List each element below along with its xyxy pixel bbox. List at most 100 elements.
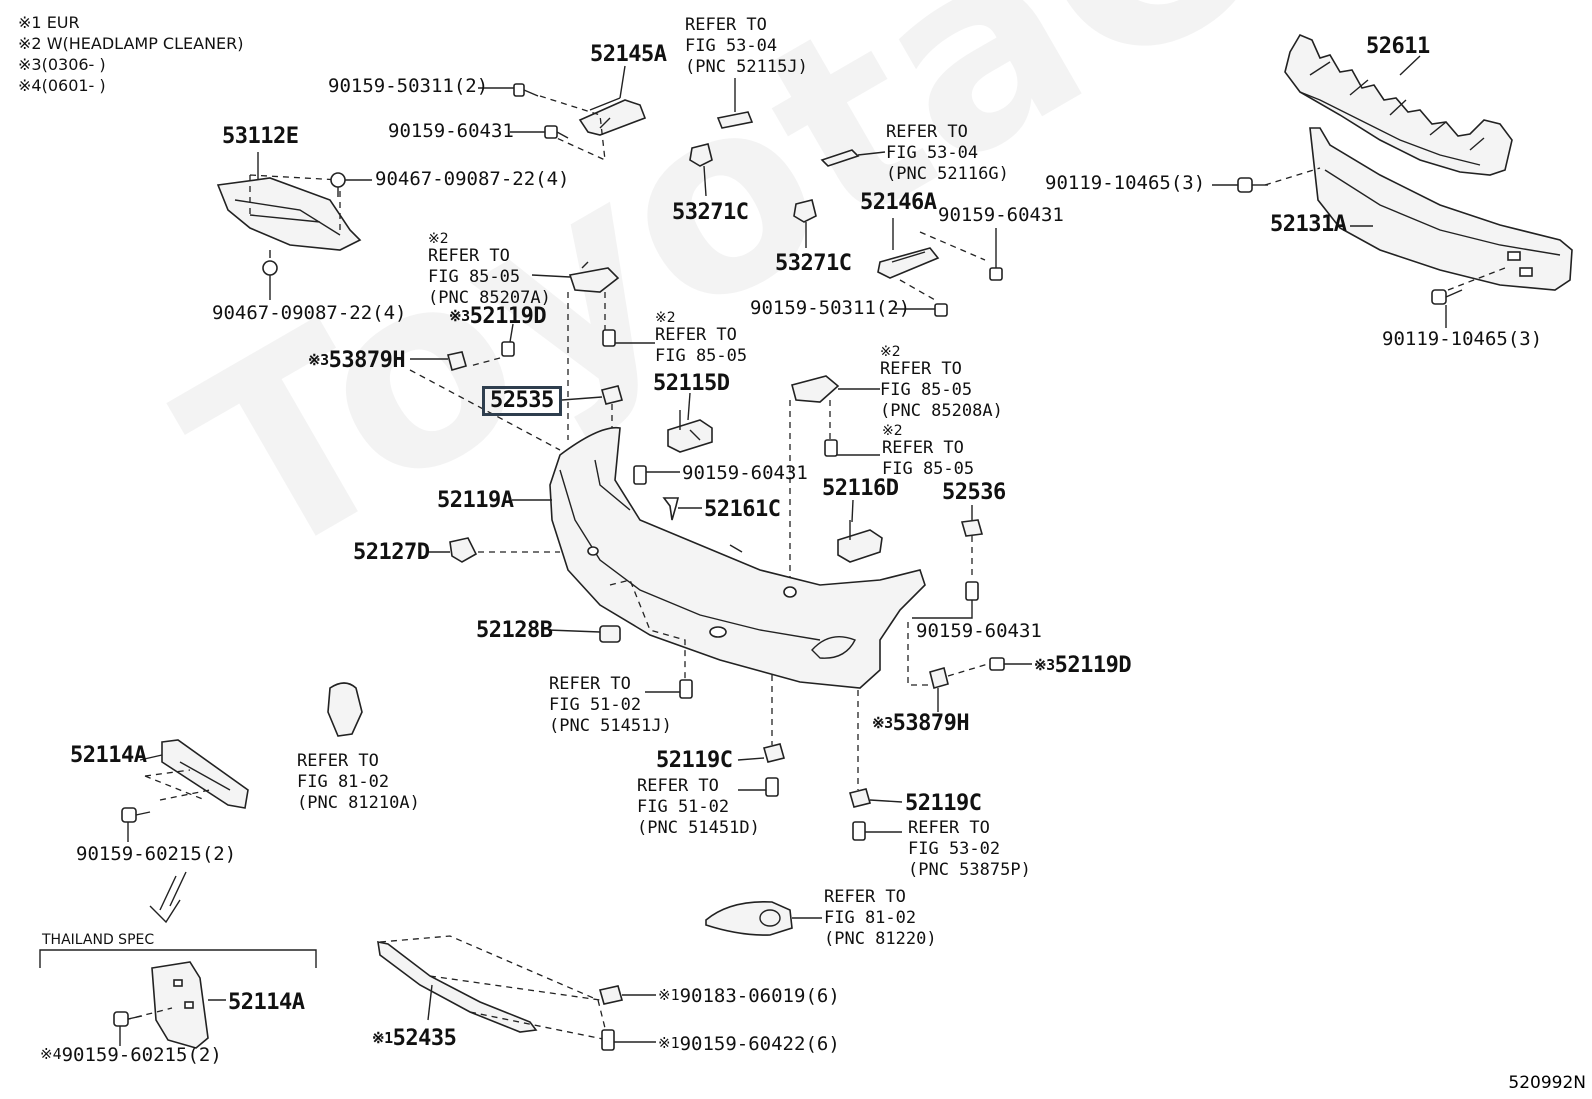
bumper-reinforcement-52131A xyxy=(1309,127,1573,291)
part-label-52535-highlighted[interactable]: 52535 xyxy=(482,386,562,416)
part-label-90159-60431-right-lower[interactable]: 90159-60431 xyxy=(916,620,1042,642)
part-label-90119-10465-upper[interactable]: 90119-10465(3) xyxy=(1045,172,1206,194)
grille-52435 xyxy=(377,940,538,1033)
clip-90183-06019 xyxy=(598,985,624,1005)
front-bumper-cover-52119A xyxy=(549,426,926,689)
arrow-to-thailand-spec xyxy=(149,871,187,924)
screw-90159-50311-lower xyxy=(934,303,948,317)
clip-52119C-right xyxy=(849,788,871,808)
bolt-90119-upper xyxy=(1237,177,1268,193)
part-label-52119D-upper[interactable]: ※352119D xyxy=(449,304,547,329)
screw-52119D-upper xyxy=(501,341,515,357)
part-label-52435[interactable]: ※152435 xyxy=(372,1026,457,1051)
bolt-ref-85-05-left xyxy=(602,329,616,347)
retainer-52115D xyxy=(667,410,713,453)
thailand-spec-label: THAILAND SPEC xyxy=(42,932,155,948)
part-label-52146A[interactable]: 52146A xyxy=(860,190,937,215)
part-label-52119A[interactable]: 52119A xyxy=(437,488,514,513)
part-label-90119-10465-lower[interactable]: 90119-10465(3) xyxy=(1382,328,1543,350)
note-3: ※3(0306- ) xyxy=(18,55,106,74)
part-label-90467-lower[interactable]: 90467-09087-22(4) xyxy=(212,302,407,324)
part-label-52114A-thailand[interactable]: 52114A xyxy=(228,990,305,1015)
screw-90159-60422 xyxy=(601,1029,615,1051)
bolt-ref-53875P xyxy=(852,821,866,841)
part-label-52128B[interactable]: 52128B xyxy=(476,618,553,643)
part-label-90159-50311-lower[interactable]: 90159-50311(2) xyxy=(750,297,911,319)
part-ref-81210A xyxy=(327,682,363,737)
part-label-90159-60215-upper[interactable]: 90159-60215(2) xyxy=(76,843,237,865)
bolt-90119-lower xyxy=(1431,289,1463,305)
part-label-52536[interactable]: 52536 xyxy=(942,480,1006,505)
license-bracket-52114A xyxy=(161,739,249,809)
screw-52119D-lower xyxy=(989,657,1005,671)
part-label-90183-06019[interactable]: ※190183-06019(6) xyxy=(658,985,840,1007)
note-1: ※1 EUR xyxy=(18,13,80,32)
part-label-90159-60431-center[interactable]: 90159-60431 xyxy=(682,462,808,484)
part-label-53879H-lower[interactable]: ※353879H xyxy=(872,711,970,736)
part-label-52119C-right[interactable]: 52119C xyxy=(905,791,982,816)
bracket-ref-85208A xyxy=(791,375,840,403)
clip-52536 xyxy=(960,519,984,537)
part-label-90159-60215-lower[interactable]: ※490159-60215(2) xyxy=(40,1044,222,1066)
part-label-52115D[interactable]: 52115D xyxy=(653,371,730,396)
part-label-90159-50311-upper[interactable]: 90159-50311(2) xyxy=(328,75,489,97)
cap-52127D xyxy=(449,537,478,563)
clip-52161C xyxy=(662,497,680,521)
part-label-52114A-upper[interactable]: 52114A xyxy=(70,743,147,768)
nut-53879H-lower xyxy=(929,667,949,689)
retainer-ref-52115J xyxy=(716,111,754,129)
part-label-53271C-lower[interactable]: 53271C xyxy=(775,251,852,276)
part-label-90159-60431-upper[interactable]: 90159-60431 xyxy=(388,120,514,142)
bolt-90159-60215-upper xyxy=(121,807,151,823)
bolt-90159-60431-right-lower xyxy=(965,581,979,601)
part-label-52119D-lower[interactable]: ※352119D xyxy=(1034,653,1132,678)
bracket-52146A xyxy=(877,247,940,279)
bolt-90159-60215-lower xyxy=(113,1011,143,1027)
screw-90159-60431-upper xyxy=(544,125,569,139)
part-label-90467-upper[interactable]: 90467-09087-22(4) xyxy=(375,168,570,190)
part-label-52131A[interactable]: 52131A xyxy=(1270,212,1347,237)
bracket-52145A xyxy=(578,97,647,136)
part-label-53271C-upper[interactable]: 53271C xyxy=(672,200,749,225)
clip-53271C-lower xyxy=(793,199,817,223)
clip-53271C-upper xyxy=(689,143,713,167)
part-label-52145A[interactable]: 52145A xyxy=(590,42,667,67)
clip-52119C-middle xyxy=(763,743,785,763)
screw-90159-60431-right xyxy=(989,267,1003,281)
part-label-52161C[interactable]: 52161C xyxy=(704,497,781,522)
bracket-ref-85207A xyxy=(568,261,620,293)
part-label-52119C-middle[interactable]: 52119C xyxy=(656,748,733,773)
part-label-52127D[interactable]: 52127D xyxy=(353,540,430,565)
part-label-90159-60431-right[interactable]: 90159-60431 xyxy=(938,204,1064,226)
nut-53879H-upper xyxy=(447,351,467,371)
undercover-53112E xyxy=(216,177,362,251)
license-bracket-52114A-thailand xyxy=(151,961,209,1049)
part-label-52611[interactable]: 52611 xyxy=(1366,34,1430,59)
screw-90159-50311-upper xyxy=(513,83,539,97)
cover-52128B xyxy=(599,625,621,643)
part-label-53879H-upper[interactable]: ※353879H xyxy=(308,348,406,373)
bolt-90159-60431-center xyxy=(633,465,647,485)
retainer-52116D xyxy=(837,520,883,563)
part-label-52116D[interactable]: 52116D xyxy=(822,476,899,501)
bracket-ref-52116G xyxy=(820,149,860,167)
note-2: ※2 W(HEADLAMP CLEANER) xyxy=(18,34,244,53)
note-4: ※4(0601- ) xyxy=(18,76,106,95)
clip-90467-upper xyxy=(330,172,346,197)
part-label-90159-60422[interactable]: ※190159-60422(6) xyxy=(658,1033,840,1055)
part-label-53112E[interactable]: 53112E xyxy=(222,124,299,149)
figure-id: 520992N xyxy=(1508,1073,1586,1093)
